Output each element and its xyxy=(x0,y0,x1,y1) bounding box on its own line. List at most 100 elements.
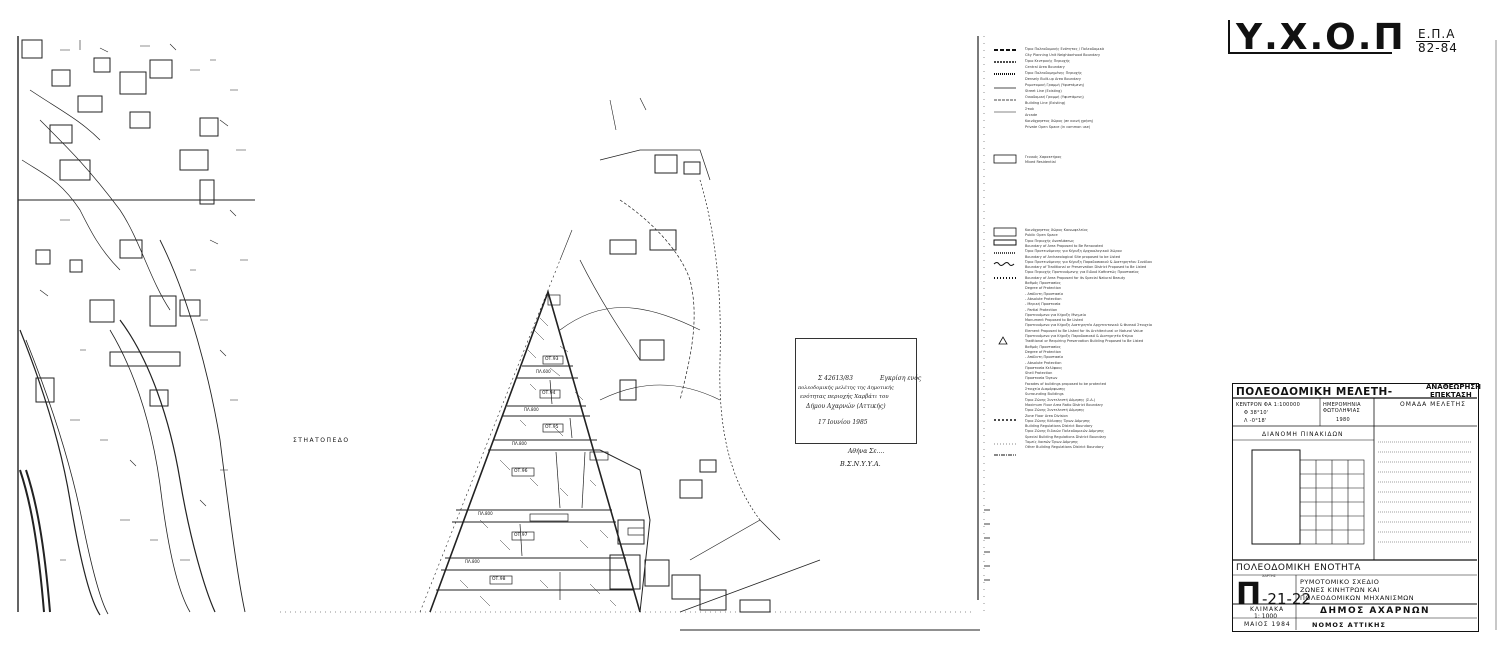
legend-entry: Mixed Residential xyxy=(1025,160,1056,164)
study-title: ΠΟΛΕΟΔΟΜΙΚΗ ΜΕΛΕΤΗ- xyxy=(1236,386,1393,398)
block-label: ΟΤ.95 xyxy=(545,425,559,430)
title-block xyxy=(1232,383,1479,632)
legend-entry: Zone Floor Area Division xyxy=(1025,413,1068,418)
camp-label: ΣΤΗΑΤΟΠΕΔΟ xyxy=(293,437,350,444)
legend-entry: Traditional or Requiring Preservation Bu… xyxy=(1025,339,1144,344)
legend-entry: Building Regulations District Boundary xyxy=(1025,424,1093,429)
center-label: ΚΕΝΤΡΟΝ ΦΑ 1:100000 xyxy=(1236,402,1301,408)
legend-entry: Προστασία Κελύφους xyxy=(1025,365,1063,370)
street-label: ΠΛ.800 xyxy=(512,441,527,446)
legend-entry: Βαθμός Προστασίας xyxy=(1025,344,1061,349)
program-label: Ε.Π.Α xyxy=(1418,27,1456,41)
legend-entry: Βαθμός Προστασίας xyxy=(1025,281,1061,285)
program-years: 82-84 xyxy=(1418,41,1458,55)
legend-entry: Όριο Ζώνης Ειδικών Πολεοδομικών Δόμησης xyxy=(1025,429,1105,434)
legend-entry: Boundary of Traditional or Preservation … xyxy=(1025,265,1147,270)
stamp-signature: Β.Σ.Ν.Υ.Υ.Α. xyxy=(840,460,881,468)
program-divider xyxy=(1416,41,1450,42)
legend-entry: Boundary of Area Proposed for its Specia… xyxy=(1025,275,1126,280)
municipality: ΔΗΜΟΣ ΑΧΑΡΝΩΝ xyxy=(1320,606,1431,616)
sheet-index-label: ΔΙΑΝΟΜΗ ΠΙΝΑΚΙΔΩΝ xyxy=(1262,431,1344,438)
legend-entry: Boundary of Archaeological Site proposed… xyxy=(1025,254,1121,259)
sheet-label: ΧΑΡΤΗΣ xyxy=(1262,574,1276,578)
legend-entry: Στοά xyxy=(1025,107,1034,111)
team-label: ΟΜΑΔΑ ΜΕΛΕΤΗΣ xyxy=(1400,401,1466,408)
desc-line: ΠΟΛΕΟΔΟΜΙΚΩΝ ΜΗΧΑΝΙΣΜΩΝ xyxy=(1300,594,1415,602)
street-label: ΠΛ.800 xyxy=(465,559,480,564)
block-label: ΟΤ.98 xyxy=(492,577,506,582)
legend-entry: Όριο Περιοχής Αναπλάσεως xyxy=(1025,238,1075,243)
block-label: ΟΤ.93 xyxy=(545,357,559,362)
stamp-text: ενότητας περιοχής Χαρβάτι του xyxy=(800,394,889,400)
scale-value: 1: 1000 xyxy=(1254,613,1278,620)
legend-entry: Γενικός Χαρακτήρας xyxy=(1025,155,1062,159)
legend-entry: Densely Built-up Area Boundary xyxy=(1025,77,1081,81)
legend-entry: Προτεινόμενο για Κήρυξη Διατηρητέο Αρχιτ… xyxy=(1025,323,1153,328)
photo-date: 1980 xyxy=(1336,417,1350,423)
legend-entry: Arcade xyxy=(1025,113,1038,117)
legend-entry: - Απόλυτη Προστασία xyxy=(1025,355,1063,360)
legend-entry: Element Proposed to Be Listed for its Ar… xyxy=(1025,328,1143,333)
legend-entry: Central Area Boundary xyxy=(1025,65,1065,69)
sheet-index-grid xyxy=(1250,450,1298,544)
legend-entry: Κοινόχρηστος Χώρος Κοινωφελείας xyxy=(1025,228,1088,232)
study-title-revision: ΑΝΑΘΕΩΡΗΣΗ xyxy=(1426,383,1482,391)
legend-entry: Building Line (Existing) xyxy=(1025,101,1066,105)
block-label: ΟΤ.96 xyxy=(514,469,528,474)
block-label: ΟΤ.94 xyxy=(542,391,556,396)
legend-entry: Maximum Floor Area Ratio District Bounda… xyxy=(1025,402,1103,407)
desc-line: ΡΥΜΟΤΟΜΙΚΟ ΣΧΕΔΙΟ xyxy=(1300,578,1380,586)
legend-entry: Όριο Ζώνης Συντελεστή Δόμησης xyxy=(1025,408,1085,413)
prefecture: ΝΟΜΟΣ ΑΤΤΙΚΗΣ xyxy=(1312,621,1386,629)
desc-line: ΖΩΝΕΣ ΚΙΝΗΤΡΩΝ ΚΑΙ xyxy=(1300,586,1380,594)
photo-date-label: ΗΜΕΡΟΜΗΝΙΑ ΦΩΤΟΛΗΨΙΑΣ xyxy=(1323,402,1361,414)
scale-label: ΚΛΙΜΑΚΑ xyxy=(1250,606,1285,613)
legend-entry: Προτεινόμενο για Κήρυξη Παραδοσιακό & Δι… xyxy=(1025,334,1133,338)
legend-entry: Public Open Space xyxy=(1025,233,1058,238)
agency-title: Υ.Χ.Ο.Π xyxy=(1236,17,1406,58)
legend-entry: - Partial Protection xyxy=(1025,307,1058,312)
stamp-text: 17 Ιουνίου 1985 xyxy=(818,419,868,426)
legend-entry: Special Building Regulations District Bo… xyxy=(1025,434,1107,439)
sheet-code-letter: Π xyxy=(1236,577,1262,612)
legend-entry: Όριο Πολεοδομημένης Περιοχής xyxy=(1025,71,1082,75)
legend-entry: Τομείς Λοιπών Όρων Δόμησης xyxy=(1025,440,1079,444)
legend-entry: Degree of Protection xyxy=(1025,286,1062,291)
legend-entry: - Απόλυτη Προστασία xyxy=(1025,291,1063,296)
stamp-text: Δήμου Αχαρνών (Αττικής) xyxy=(806,403,886,410)
legend-entry: Όριο Πολεοδομικής Ενότητας / Πολεοδομικά xyxy=(1025,47,1104,51)
legend-entry: Όριο Περιοχής Προτεινόμενης για Ειδικό Κ… xyxy=(1025,270,1139,275)
legend-entry: Προτεινόμενο για Κήρυξη Μνημείο xyxy=(1025,312,1086,317)
legend-entry: Όριο Προτεινόμενης για Κήρυξη Αρχαιολογι… xyxy=(1025,249,1122,254)
legend-entry: Monument Proposed to Be Listed xyxy=(1025,318,1083,323)
stamp-text: Εγκρίση ενός xyxy=(880,375,922,382)
block-label: ΟΤ.97 xyxy=(514,533,528,538)
header-frame xyxy=(1228,20,1392,54)
street-label: ΠΛ.800 xyxy=(524,407,539,412)
legend-entry: City Planning Unit Neighborhood Boundary xyxy=(1025,53,1101,57)
legend-entry: Κοινόχρηστος Χώρος (σε κοινή χρήση) xyxy=(1025,119,1094,123)
legend-entry: Όριο Κεντρικής Περιοχής xyxy=(1025,59,1070,63)
legend-entry: Όριο Ζώνης Συντελεστή Δόμησης (Σ.Δ.) xyxy=(1025,397,1096,402)
legend-entry: - Absolute Protection xyxy=(1025,296,1062,301)
legend-entry: Facades of buildings proposed to be prot… xyxy=(1025,381,1107,386)
street-label: ΠΛ.800 xyxy=(478,511,493,516)
legend-entry: Όριο Προτεινόμενης για Κήρυξη Παραδοσιακ… xyxy=(1025,259,1153,264)
legend-entry: Surrounding Buildings xyxy=(1025,392,1064,397)
stamp-text: πολεοδομικής μελέτης της Δημοτικής xyxy=(798,385,894,391)
legend-entry: Shell Protection xyxy=(1025,371,1053,376)
legend-entry: Οικοδομική Γραμμή (Υφιστάμενη) xyxy=(1025,95,1084,99)
legend-entry: - Absolute Protection xyxy=(1025,360,1062,365)
date-value: ΜΑΙΟΣ 1984 xyxy=(1244,621,1291,628)
sheet-code-number: -21-22 xyxy=(1262,590,1311,608)
unit-label: ΠΟΛΕΟΔΟΜΙΚΗ ΕΝΟΤΗΤΑ xyxy=(1236,563,1361,573)
legend-entry: Όριο Ζώνης Κάλυψης Όρων Δόμησης xyxy=(1025,418,1091,423)
legend-entry: Στοιχεία Διαμόρφωσης xyxy=(1025,387,1066,391)
legend-entry: Boundary of Area Proposed to Be Renovate… xyxy=(1025,243,1103,248)
stamp-signature: Αθήνα Σε.... xyxy=(848,448,885,455)
legend-entry: - Μερική Προστασία xyxy=(1025,302,1061,307)
legend-entry: Degree of Protection xyxy=(1025,349,1062,354)
legend-entry: Private Open Space (in common use) xyxy=(1025,125,1091,129)
